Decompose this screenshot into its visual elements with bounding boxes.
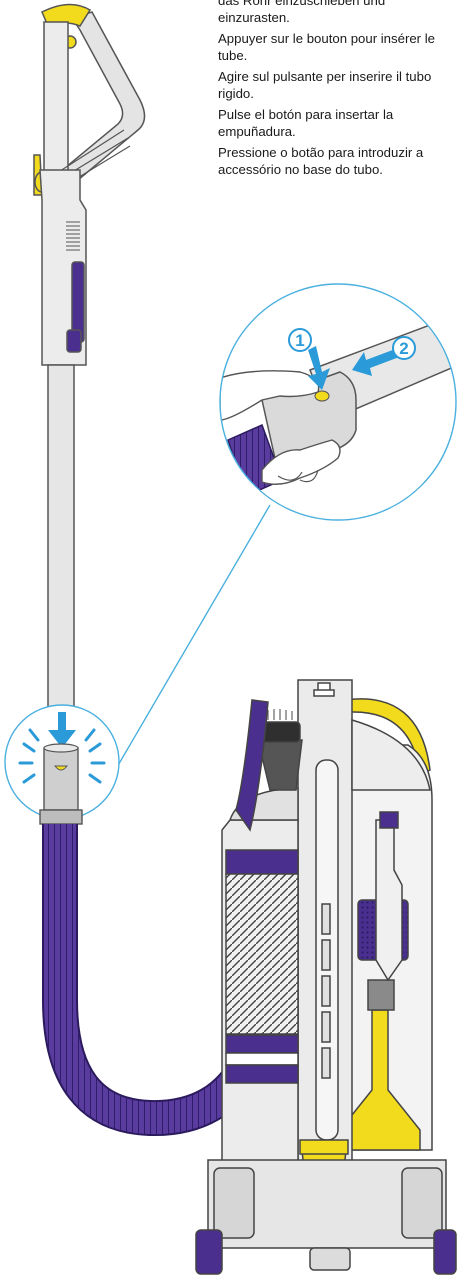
step-2-label: 2 bbox=[399, 339, 408, 358]
insert-arrow-icon bbox=[48, 712, 76, 748]
instruction-de: das Rohr einzuschieben und einzurasten. bbox=[218, 0, 386, 25]
step-2-badge bbox=[392, 336, 416, 360]
vacuum-cleaner-icon bbox=[195, 679, 457, 1275]
insert-arrow-icon bbox=[352, 348, 402, 376]
press-arrow-icon bbox=[308, 346, 330, 390]
wand bbox=[33, 3, 146, 796]
step-1-badge bbox=[288, 328, 312, 352]
instruction-it: Agire sul pulsante per inserire il tubo … bbox=[218, 69, 432, 101]
instruction-es: Pulse el botón para insertar la empuñadu… bbox=[218, 107, 394, 139]
instruction-fr: Appuyer sur le bouton pour insérer le tu… bbox=[218, 31, 435, 63]
hose-cuff-callout bbox=[4, 704, 120, 825]
hose-cuff-icon bbox=[43, 747, 79, 811]
guide-line bbox=[91, 504, 271, 811]
instruction-pt: Pressione o botão para introduzir a acce… bbox=[218, 145, 424, 177]
instructions-text: das Rohr einzuschieben und einzurasten. … bbox=[218, 0, 454, 182]
step-1-label: 1 bbox=[295, 331, 304, 350]
zoom-callout: 1 2 bbox=[219, 283, 457, 521]
